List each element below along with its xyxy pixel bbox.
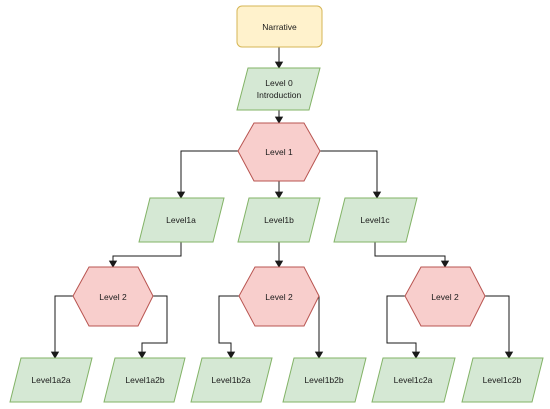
arrowhead-level1b xyxy=(274,191,284,199)
edge-level2a-to-level1a2b xyxy=(141,295,168,353)
arrowhead-level1c2b xyxy=(504,351,514,359)
level1c2a-parallelogram xyxy=(371,357,456,403)
node-label: Narrative xyxy=(262,22,297,32)
node-label: Level 2 xyxy=(265,292,293,302)
node-label: Level1c xyxy=(360,215,390,225)
node-level1c[interactable]: Level1c xyxy=(333,197,418,243)
node-label: Level1c2a xyxy=(394,375,433,385)
node-level1a2b[interactable]: Level1a2b xyxy=(103,357,186,403)
edge-level2b-to-level1b2a xyxy=(218,295,239,353)
node-label: Level1b xyxy=(264,215,294,225)
level1b2b-parallelogram xyxy=(282,357,367,403)
edge-level1-to-level1a xyxy=(180,150,239,193)
node-label: Level1a xyxy=(166,215,196,225)
edges xyxy=(54,47,510,353)
node-level1a[interactable]: Level1a xyxy=(138,197,225,243)
edge-level2a-to-level1a2a xyxy=(54,295,73,353)
narrative-box xyxy=(236,5,323,48)
node-label: Level1a2a xyxy=(31,375,71,385)
arrowhead-level1a2b xyxy=(137,351,147,359)
level1a-parallelogram xyxy=(138,197,225,243)
arrowheads xyxy=(50,61,514,359)
edge-level1-to-level1c xyxy=(319,150,378,193)
arrowhead-level1c xyxy=(372,191,382,199)
arrowhead-level0 xyxy=(274,61,284,69)
arrowhead-level1a xyxy=(176,191,186,199)
level1-hexagon xyxy=(237,122,321,182)
node-label: Level1c2b xyxy=(483,375,522,385)
arrowhead-level1b2b xyxy=(314,351,324,359)
level2c-hexagon xyxy=(404,266,486,327)
node-level1[interactable]: Level 1 xyxy=(237,122,321,182)
node-level1c2b[interactable]: Level1c2b xyxy=(461,357,544,403)
node-label: Level1a2b xyxy=(125,375,165,385)
level2b-hexagon xyxy=(238,266,320,327)
node-level0[interactable]: Level 0 Introduction xyxy=(236,67,321,111)
level1a2a-parallelogram xyxy=(9,357,93,403)
arrowhead-level1 xyxy=(274,116,284,124)
level0-parallelogram xyxy=(236,67,321,111)
node-label: Introduction xyxy=(257,90,302,100)
node-label: Level1b2b xyxy=(304,375,344,385)
level1b-parallelogram xyxy=(237,197,321,243)
node-level1b2b[interactable]: Level1b2b xyxy=(282,357,367,403)
arrowhead-level1b2a xyxy=(226,351,236,359)
level1c-parallelogram xyxy=(333,197,418,243)
node-label: Level 0 xyxy=(265,78,293,88)
arrowhead-level1a2a xyxy=(50,351,60,359)
node-level1c2a[interactable]: Level1c2a xyxy=(371,357,456,403)
level1b2a-parallelogram xyxy=(190,357,273,403)
node-level1b2a[interactable]: Level1b2a xyxy=(190,357,273,403)
arrowhead-level1c2a xyxy=(411,351,421,359)
edge-level1c-to-level2c xyxy=(374,242,446,262)
node-level2-b[interactable]: Level 2 xyxy=(238,266,320,327)
node-label: Level1b2a xyxy=(211,375,251,385)
edge-level2c-to-level1c2b xyxy=(485,295,510,353)
level1a2b-parallelogram xyxy=(103,357,186,403)
edge-level1a-to-level2a xyxy=(112,242,182,262)
arrowhead-level2c xyxy=(440,260,450,268)
node-level2-a[interactable]: Level 2 xyxy=(72,266,154,327)
node-level1b[interactable]: Level1b xyxy=(237,197,321,243)
level1c2b-parallelogram xyxy=(461,357,544,403)
node-label: Level 1 xyxy=(265,147,293,157)
node-narrative[interactable]: Narrative xyxy=(236,5,323,48)
node-level1a2a[interactable]: Level1a2a xyxy=(9,357,93,403)
node-label: Level 2 xyxy=(99,292,127,302)
level2a-hexagon xyxy=(72,266,154,327)
arrowhead-level2a xyxy=(108,260,118,268)
node-level2-c[interactable]: Level 2 xyxy=(404,266,486,327)
edge-level2c-to-level1c2a xyxy=(386,295,417,353)
arrowhead-level2b xyxy=(274,260,284,268)
node-label: Level 2 xyxy=(431,292,459,302)
